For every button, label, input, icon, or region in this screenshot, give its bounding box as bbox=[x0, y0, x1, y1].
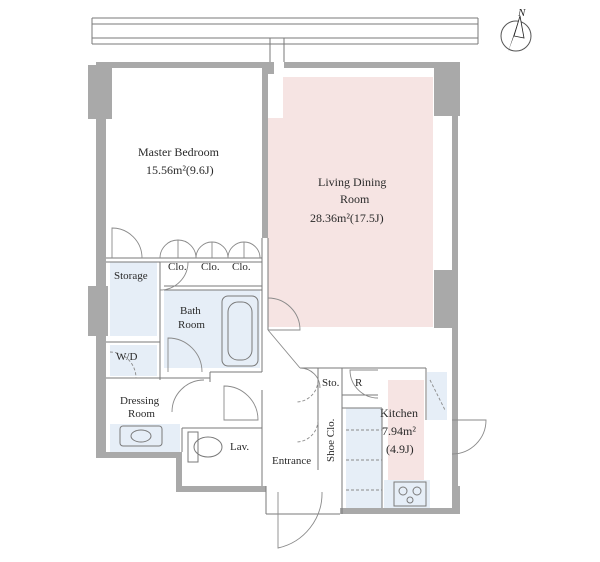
storage-name: Storage bbox=[114, 270, 148, 282]
exterior-walls bbox=[88, 62, 460, 514]
living-door bbox=[267, 297, 301, 331]
entrance-closet-fill bbox=[427, 372, 447, 420]
storage-fill bbox=[110, 262, 157, 336]
kitchen-tatami: (4.9J) bbox=[386, 442, 414, 456]
closet-label-1: Clo. bbox=[168, 261, 187, 273]
entrance-door bbox=[277, 491, 323, 549]
sink bbox=[119, 425, 163, 447]
compass-icon: N bbox=[500, 7, 532, 52]
lavatory-name: Lav. bbox=[230, 441, 249, 453]
bath-name-line1: Bath bbox=[180, 305, 201, 317]
bathtub bbox=[221, 295, 259, 367]
kitchen-pantry-door bbox=[349, 369, 379, 399]
bedroom-door bbox=[111, 227, 143, 259]
master-bedroom-name: Master Bedroom bbox=[138, 145, 220, 159]
living-dining-name-line2: Room bbox=[340, 192, 370, 206]
kitchen-door bbox=[451, 419, 487, 455]
balcony-rail bbox=[91, 17, 479, 62]
wd-door-swing bbox=[109, 351, 137, 379]
storage-small-name: Sto. bbox=[322, 377, 340, 389]
living-dining-area: 28.36m²(17.5J) bbox=[310, 211, 384, 225]
closet-label-2: Clo. bbox=[201, 261, 220, 273]
wd-fill bbox=[110, 345, 157, 376]
kitchen-name: Kitchen bbox=[380, 406, 418, 420]
toilet bbox=[187, 431, 223, 463]
kitchen-counter-fill bbox=[346, 408, 382, 508]
refrigerator-label: R bbox=[355, 377, 363, 389]
stove bbox=[393, 481, 427, 507]
living-door-leaf bbox=[267, 329, 301, 369]
kitchen-dash bbox=[346, 429, 382, 491]
lavatory-door bbox=[223, 385, 259, 421]
dressing-name-line1: Dressing bbox=[120, 395, 160, 407]
wd-name: W/D bbox=[116, 351, 137, 363]
closet-label-3: Clo. bbox=[232, 261, 251, 273]
dressing-fill bbox=[110, 424, 180, 455]
kitchen-sink-area-fill bbox=[384, 480, 430, 508]
closet-doors bbox=[159, 239, 261, 259]
living-dining-name-line1: Living Dining bbox=[318, 175, 386, 189]
compass-north-label: N bbox=[517, 7, 526, 19]
dressing-name-line2: Room bbox=[128, 408, 155, 420]
entrance-name: Entrance bbox=[272, 455, 311, 467]
bath-name-line2: Room bbox=[178, 319, 205, 331]
master-bedroom-area: 15.56m²(9.6J) bbox=[146, 163, 214, 177]
bath-fill bbox=[164, 290, 260, 368]
entrance-closet-dash bbox=[429, 379, 446, 411]
interior-partitions bbox=[106, 238, 427, 515]
living-area-fill-notch bbox=[268, 118, 286, 327]
living-area-fill bbox=[283, 77, 433, 327]
kitchen-fill bbox=[388, 380, 424, 498]
shoe-closet-name: Shoe Clo. bbox=[325, 418, 337, 462]
bath-door bbox=[167, 337, 203, 373]
dressing-door bbox=[171, 379, 205, 413]
kitchen-area: 7.94m² bbox=[382, 424, 416, 438]
shoe-closet-swing bbox=[295, 379, 319, 443]
sto-door bbox=[299, 367, 321, 389]
storage-door bbox=[159, 261, 189, 291]
